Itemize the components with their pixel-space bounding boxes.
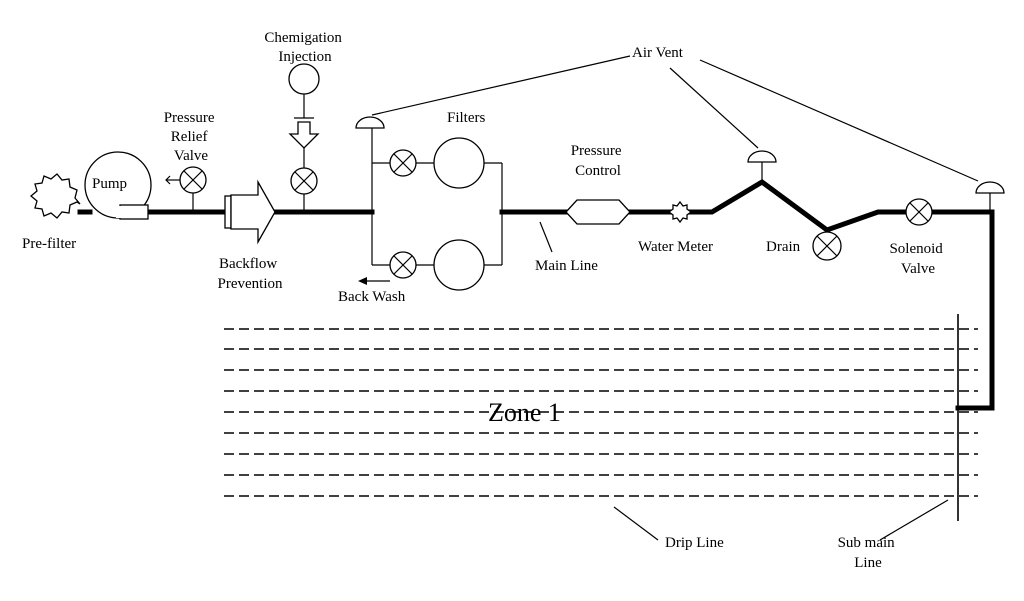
air-vent-leader-3 (699, 59, 979, 182)
air-vent-leader-1 (371, 55, 631, 116)
filter-top-icon (433, 137, 485, 189)
sub-main-line-label: Sub main Line (838, 535, 899, 571)
back-wash-label: Back Wash (338, 289, 406, 305)
filter-valve-top-icon (389, 149, 417, 177)
drip-lines (224, 328, 978, 497)
drain-icon (812, 231, 842, 261)
drain-label: Drain (766, 239, 801, 255)
water-meter-icon (667, 200, 693, 224)
water-meter-label: Water Meter (638, 239, 713, 255)
main-line-leader (539, 221, 553, 253)
air-vent-3-icon (975, 181, 1005, 212)
backflow-prevention-label: Backflow Prevention (218, 256, 283, 292)
main-line-label: Main Line (535, 258, 598, 274)
chemigation-injection-icon (288, 63, 320, 212)
pressure-control-label: Pressure Control (571, 143, 626, 179)
pre-filter-label: Pre-filter (22, 236, 76, 252)
solenoid-valve-icon (905, 198, 933, 226)
filters-label: Filters (447, 110, 485, 126)
main-line-pipe (687, 178, 995, 411)
pressure-relief-valve-icon (165, 166, 207, 212)
pressure-relief-valve-label: Pressure Relief Valve (164, 110, 219, 164)
chemigation-injection-label: Chemigation Injection (264, 30, 345, 65)
sub-main-line-leader (879, 499, 949, 541)
filter-valve-bottom-icon (389, 251, 417, 279)
pressure-control-icon (565, 199, 631, 225)
filter-bottom-icon (433, 239, 485, 291)
filter-bank (358, 128, 503, 291)
pump-icon (84, 151, 152, 220)
back-wash-arrow-icon (358, 277, 390, 285)
zone-label: Zone 1 (488, 398, 561, 427)
air-vent-leader-2 (669, 67, 759, 149)
air-vent-2-icon (747, 150, 777, 182)
solenoid-valve-label: Solenoid Valve (889, 241, 946, 277)
pump-label: Pump (92, 176, 127, 192)
drip-line-label: Drip Line (665, 535, 724, 551)
air-vent-label: Air Vent (632, 45, 684, 61)
air-vent-1-icon (355, 116, 385, 129)
pre-filter-icon (29, 173, 81, 219)
drip-line-leader (613, 506, 659, 541)
backflow-prevention-icon (224, 179, 276, 245)
